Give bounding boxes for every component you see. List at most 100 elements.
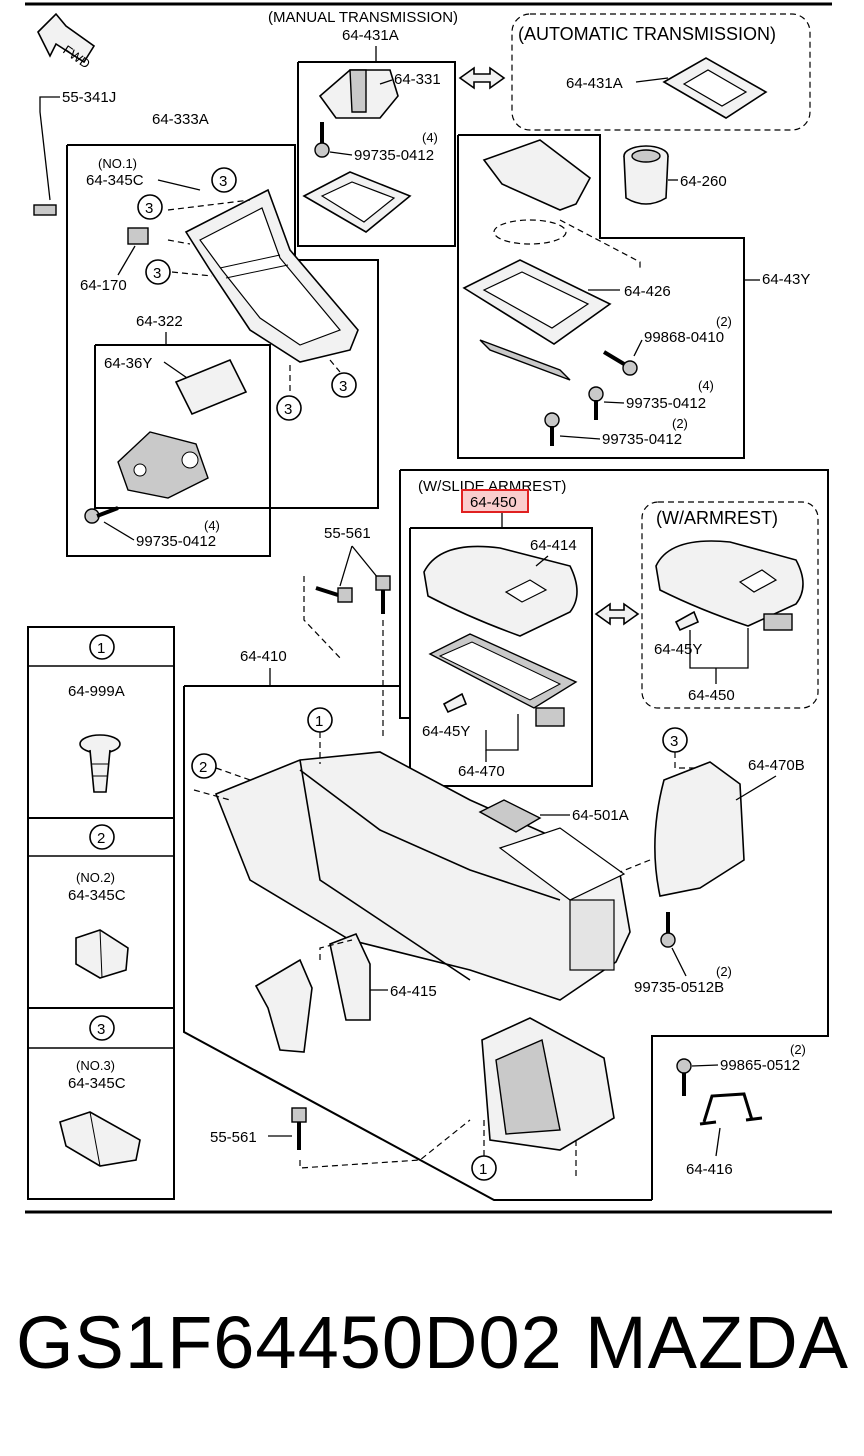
ref-circle-3: 3 <box>662 727 688 753</box>
callout-64-331: 64-331 <box>394 71 441 88</box>
svg-text:1: 1 <box>479 1161 487 1178</box>
callout-64-501A: 64-501A <box>572 807 629 824</box>
group-frame-64-322 <box>94 344 271 509</box>
screw-icon <box>602 350 638 376</box>
rear-duct-icon <box>481 1017 615 1151</box>
shift-boot-64-331-icon <box>318 69 399 119</box>
ref-circle-3: 3 <box>137 194 163 220</box>
callout-64-45Y: 64-45Y <box>654 641 702 658</box>
svg-text:3: 3 <box>339 378 347 395</box>
group-frame-slide-armrest <box>400 469 829 1200</box>
shift-panel-64-333A <box>184 188 359 363</box>
legend-row-2: 2 (NO.2) 64-345C <box>68 824 129 979</box>
qty-label: (2) <box>716 964 732 979</box>
double-arrow-icon <box>458 66 506 90</box>
svg-text:3: 3 <box>219 173 227 190</box>
callout-64-322: 64-322 <box>136 313 183 330</box>
slide-armrest-header: (W/SLIDE ARMREST) <box>418 478 566 495</box>
qty-label: (2) <box>716 314 732 329</box>
part-64-501A-icon <box>478 799 542 833</box>
mat-dashed-outline <box>493 219 567 245</box>
ref-circle-3: 3 <box>276 395 302 421</box>
callout-64-414: 64-414 <box>530 537 577 554</box>
legend-row-3: 3 (NO.3) 64-345C <box>59 1015 141 1167</box>
clip-no3-icon <box>59 1111 141 1167</box>
callout-64-426: 64-426 <box>624 283 671 300</box>
exploded-view-svg: FWD 55-341J 64-333A (NO.1) 64-345C 64-17… <box>25 2 832 1214</box>
callout-99868-0410: 99868-0410 <box>644 329 724 346</box>
push-clip-icon <box>79 734 121 793</box>
group-frame-64-450 <box>409 527 593 787</box>
legend-num: 1 <box>97 640 105 657</box>
switch-panel-icon <box>117 431 209 499</box>
legend-row-1: 1 64-999A <box>68 634 125 793</box>
qty-label: (4) <box>422 130 438 145</box>
ref-circle-3: 3 <box>331 372 357 398</box>
ref-circle-1: 1 <box>471 1155 497 1181</box>
ref-circle-1: 1 <box>307 707 333 733</box>
legend-num: 2 <box>97 830 105 847</box>
w-armrest-header: (W/ARMREST) <box>656 508 778 528</box>
group-frame-w-armrest <box>641 501 819 709</box>
lid-icon <box>482 139 592 211</box>
part-number: GS1F64450D02 <box>16 1301 563 1384</box>
callout-64-410: 64-410 <box>240 648 287 665</box>
fwd-arrow-icon: FWD <box>37 12 96 71</box>
callout-64-470: 64-470 <box>458 763 505 780</box>
svg-text:3: 3 <box>145 200 153 217</box>
part-64-36Y-icon <box>174 358 248 416</box>
bracket-64-415-icon <box>254 932 371 1053</box>
callout-99735-0412: 99735-0412 <box>626 395 706 412</box>
svg-text:2: 2 <box>199 759 207 776</box>
screw-icon <box>314 122 330 158</box>
legend-table: 1 64-999A 2 (NO.2) 64-345C 3 (NO.3) 64-3… <box>27 626 175 1200</box>
svg-text:3: 3 <box>670 733 678 750</box>
screw-icon <box>660 912 676 948</box>
legend-num: 3 <box>97 1021 105 1038</box>
clip-55-341J-icon <box>33 204 57 216</box>
callout-64-450: 64-450 <box>688 687 735 704</box>
bolt-55-561-icon <box>315 586 353 603</box>
callout-64-415: 64-415 <box>390 983 437 1000</box>
cup-holder-64-260-icon <box>623 145 669 205</box>
part-64-170-icon <box>127 227 149 245</box>
legend-code: 64-345C <box>68 887 126 904</box>
clip-no2-icon <box>75 929 129 979</box>
callout-64-345C: 64-345C <box>86 172 144 189</box>
callout-64-260: 64-260 <box>680 173 727 190</box>
bracket-64-416-icon <box>699 1092 763 1126</box>
part-64-45Y-icon <box>674 610 700 632</box>
bolt-55-561-icon <box>375 575 391 614</box>
armrest-lid-64-414-icon <box>423 545 578 637</box>
callout-64-170: 64-170 <box>80 277 127 294</box>
armrest-lid-icon <box>655 540 804 631</box>
callout-99735-0412: 99735-0412 <box>354 147 434 164</box>
legend-code: 64-345C <box>68 1075 126 1092</box>
svg-text:3: 3 <box>153 265 161 282</box>
bolt-55-561-icon <box>291 1107 307 1150</box>
double-arrow-icon <box>594 602 640 626</box>
ref-circle-3: 3 <box>211 167 237 193</box>
callout-64-470B: 64-470B <box>748 757 805 774</box>
parts-diagram: FWD 55-341J 64-333A (NO.1) 64-345C 64-17… <box>25 2 832 1214</box>
callout-64-450-highlighted: 64-450 <box>470 494 517 511</box>
screw-icon <box>84 506 119 524</box>
callout-64-431A: 64-431A <box>566 75 623 92</box>
group-frame-64-410 <box>183 686 652 1201</box>
ref-circle-3: 3 <box>145 259 171 285</box>
highlight-fill <box>462 490 528 512</box>
legend-code: 64-999A <box>68 683 125 700</box>
callout-64-416: 64-416 <box>686 1161 733 1178</box>
callout-no1: (NO.1) <box>98 156 137 171</box>
console-body-64-410 <box>214 751 631 1001</box>
callout-99735-0412: 99735-0412 <box>602 431 682 448</box>
qty-label: (4) <box>204 518 220 533</box>
slide-mechanism-icon <box>428 633 578 727</box>
console-tray-64-426-icon <box>462 259 612 381</box>
callout-64-36Y: 64-36Y <box>104 355 152 372</box>
ref-circle-2: 2 <box>191 753 217 779</box>
qty-label: (4) <box>698 378 714 393</box>
manual-transmission-header: (MANUAL TRANSMISSION) <box>268 9 458 26</box>
automatic-transmission-header: (AUTOMATIC TRANSMISSION) <box>518 24 776 44</box>
callout-99735-0512B: 99735-0512B <box>634 979 724 996</box>
